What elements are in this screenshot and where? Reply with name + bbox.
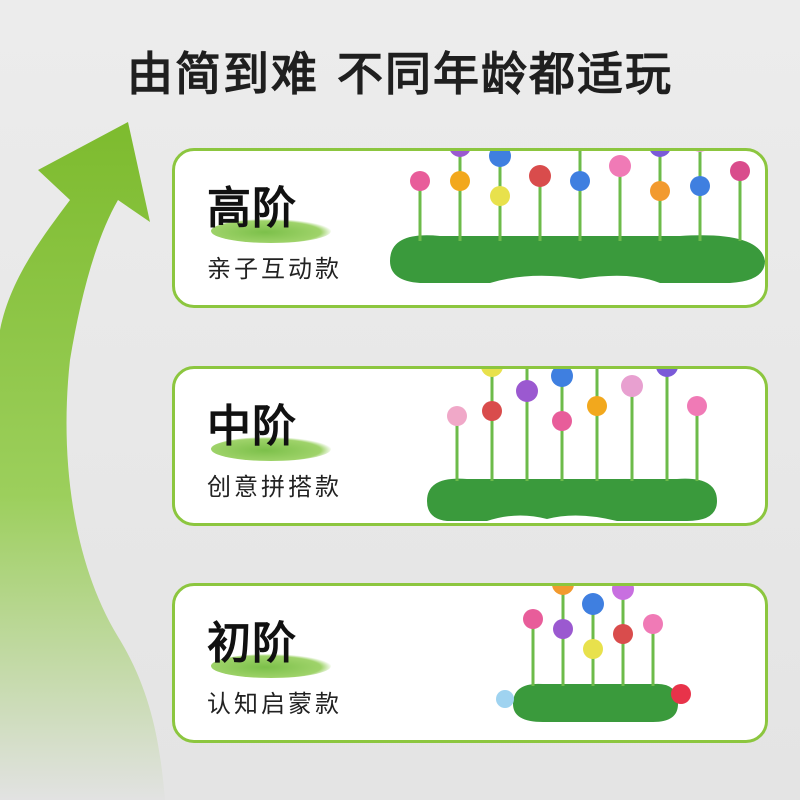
level-highlight	[211, 654, 331, 678]
flower-garden-large-image	[390, 151, 765, 283]
level-subtitle: 亲子互动款	[207, 255, 342, 283]
level-subtitle: 创意拼搭款	[207, 473, 342, 501]
level-badge: 中阶	[207, 399, 331, 461]
level-card-advanced: 高阶 亲子互动款	[172, 148, 768, 308]
flower-garden-medium-image	[427, 369, 717, 521]
level-title: 高阶	[207, 183, 297, 234]
level-card-intermediate: 中阶 创意拼搭款	[172, 366, 768, 526]
level-title: 中阶	[207, 401, 297, 452]
flower-garden-small-image	[496, 586, 691, 722]
headline: 由简到难 不同年龄都适玩	[126, 47, 673, 101]
level-title: 初阶	[207, 618, 297, 669]
level-badge: 高阶	[207, 181, 331, 243]
level-badge: 初阶	[207, 616, 331, 678]
level-highlight	[211, 437, 331, 461]
level-highlight	[211, 219, 331, 243]
level-card-beginner: 初阶 认知启蒙款	[172, 583, 768, 743]
level-subtitle: 认知启蒙款	[207, 690, 342, 718]
